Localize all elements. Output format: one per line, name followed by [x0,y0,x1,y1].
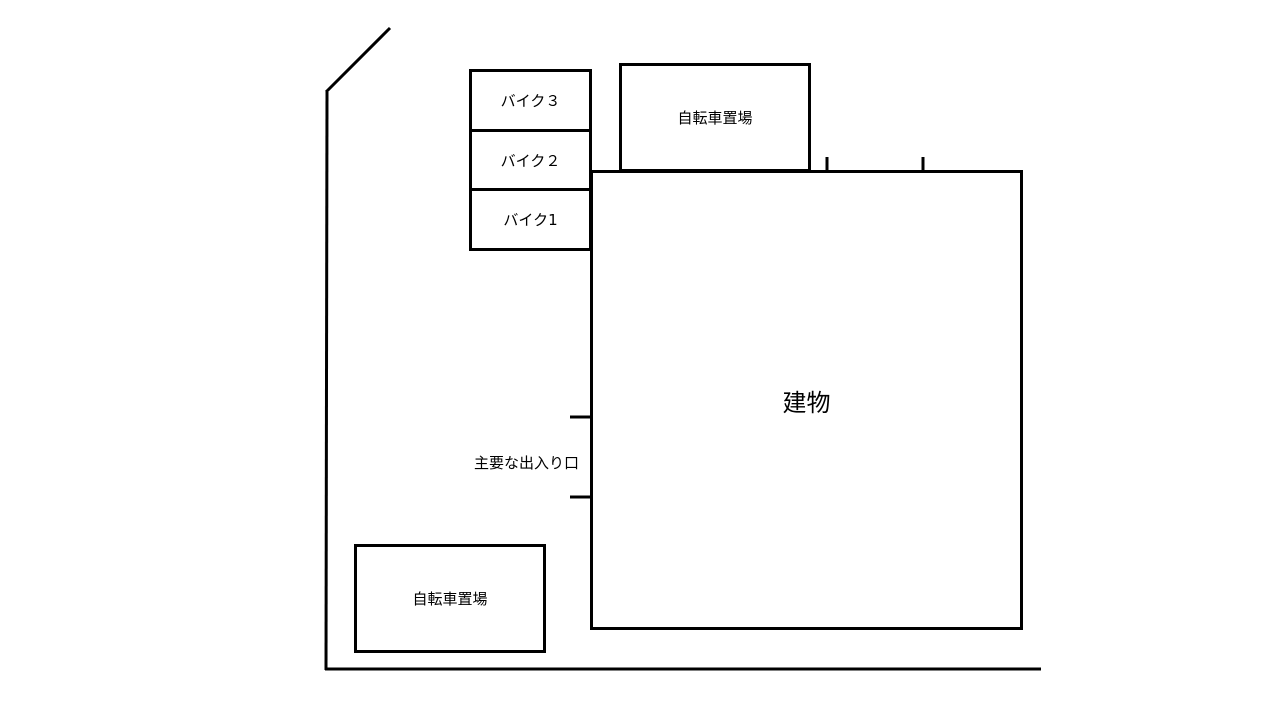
bike-spot-2: バイク２ [469,129,592,191]
bike-spot-3-label: バイク３ [500,92,561,110]
building: 建物 [590,170,1023,630]
main-entrance-label: 主要な出入り口 [474,454,580,472]
bicycle-parking-bottom: 自転車置場 [354,544,546,653]
boundary-diagonal-corner [324,26,392,94]
bike-spot-1-label: バイク1 [503,211,558,229]
bicycle-parking-bottom-label: 自転車置場 [412,590,488,608]
bike-spot-1: バイク1 [469,188,592,251]
bicycle-parking-top-label: 自転車置場 [677,109,753,127]
building-label: 建物 [782,388,831,417]
bike-spot-2-label: バイク２ [500,151,561,170]
bike-spot-3: バイク３ [469,69,592,132]
boundary-left-wall [324,91,329,671]
bicycle-parking-top: 自転車置場 [619,63,811,172]
